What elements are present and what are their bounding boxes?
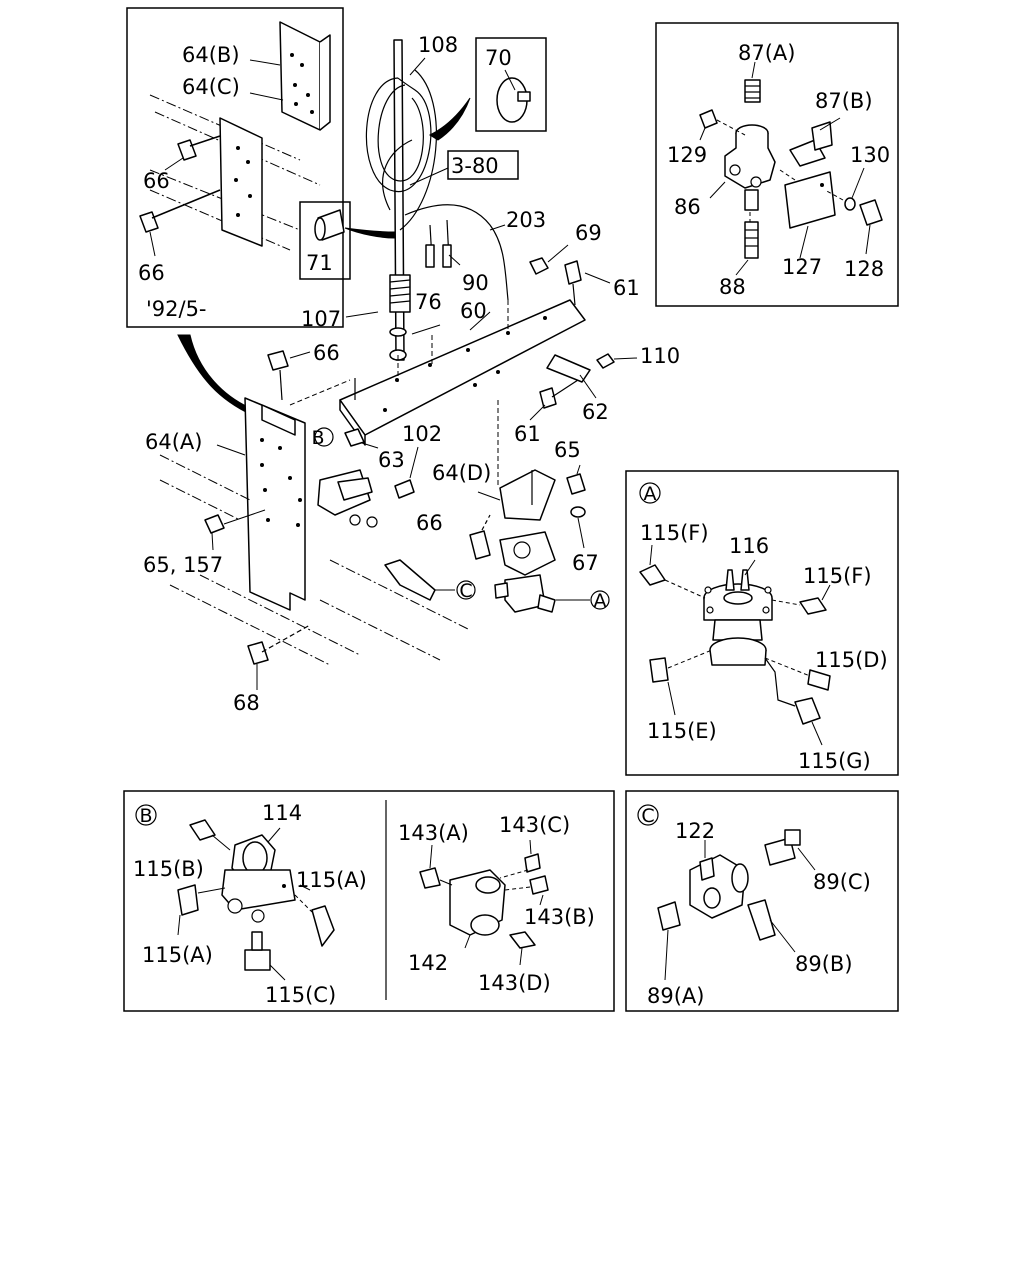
label-129: 129 xyxy=(667,143,707,167)
label-64a: 64(A) xyxy=(145,430,202,454)
callout-a-inset: A xyxy=(644,483,657,505)
label-108: 108 xyxy=(418,33,458,57)
label-130: 130 xyxy=(850,143,890,167)
label-116: 116 xyxy=(729,534,769,558)
label-89c: 89(C) xyxy=(813,870,871,894)
label-107: 107 xyxy=(301,307,341,331)
label-142: 142 xyxy=(408,951,448,975)
label-115e: 115(E) xyxy=(647,719,717,743)
label-86: 86 xyxy=(674,195,701,219)
label-115a-left: 115(A) xyxy=(142,943,213,967)
inset-detail-c xyxy=(625,790,899,1012)
label-115f-left: 115(F) xyxy=(640,521,709,545)
callout-b-inset: B xyxy=(139,805,152,827)
callout-a-main: A xyxy=(594,590,607,612)
label-115d: 115(D) xyxy=(815,648,888,672)
label-110: 110 xyxy=(640,344,680,368)
label-115b: 115(B) xyxy=(133,857,204,881)
label-143a: 143(A) xyxy=(398,821,469,845)
label-66-lower-center: 66 xyxy=(416,511,443,535)
label-65-157: 65, 157 xyxy=(143,553,223,577)
label-128: 128 xyxy=(844,257,884,281)
label-64d: 64(D) xyxy=(432,461,491,485)
label-68: 68 xyxy=(233,691,260,715)
label-71: 71 xyxy=(306,251,333,275)
label-127: 127 xyxy=(782,255,822,279)
label-63: 63 xyxy=(378,448,405,472)
label-87b: 87(B) xyxy=(815,89,873,113)
label-115f-right: 115(F) xyxy=(803,564,872,588)
callout-c-main: C xyxy=(459,580,472,602)
callout-b-main: B xyxy=(311,427,324,449)
label-115g: 115(G) xyxy=(798,749,871,773)
label-115a-right: 115(A) xyxy=(296,868,367,892)
main-assembly xyxy=(159,37,638,690)
label-date-92-5: '92/5- xyxy=(146,297,207,321)
label-89b: 89(B) xyxy=(795,952,853,976)
label-3-80: 3-80 xyxy=(451,154,499,178)
label-114: 114 xyxy=(262,801,302,825)
label-66-lower: 66 xyxy=(138,261,165,285)
inset-pointer-arrow xyxy=(177,334,253,416)
label-143d: 143(D) xyxy=(478,971,551,995)
label-143b: 143(B) xyxy=(524,905,595,929)
label-143c: 143(C) xyxy=(499,813,570,837)
label-64b: 64(B) xyxy=(182,43,240,67)
label-70: 70 xyxy=(485,46,512,70)
label-90: 90 xyxy=(462,271,489,295)
label-76: 76 xyxy=(415,290,442,314)
label-102: 102 xyxy=(402,422,442,446)
inset-bracket-92-5: 64(B) 64(C) 66 66 '92/5- xyxy=(126,7,344,328)
label-115c: 115(C) xyxy=(265,983,336,1007)
label-66-center: 66 xyxy=(313,341,340,365)
callout-c-inset: C xyxy=(641,805,654,827)
label-67: 67 xyxy=(572,551,599,575)
label-60: 60 xyxy=(460,299,487,323)
label-62: 62 xyxy=(582,400,609,424)
label-69: 69 xyxy=(575,221,602,245)
label-66-upper: 66 xyxy=(143,169,170,193)
label-87a: 87(A) xyxy=(738,41,795,65)
label-122: 122 xyxy=(675,819,715,843)
label-89a: 89(A) xyxy=(647,984,704,1008)
label-64c: 64(C) xyxy=(182,75,240,99)
label-203: 203 xyxy=(506,208,546,232)
label-61-upper: 61 xyxy=(613,276,640,300)
label-65: 65 xyxy=(554,438,581,462)
label-61-lower: 61 xyxy=(514,422,541,446)
label-88: 88 xyxy=(719,275,746,299)
inset-detail-a xyxy=(625,470,899,776)
inset-detail-b xyxy=(123,790,615,1012)
inset-valve-fittings xyxy=(655,22,899,307)
